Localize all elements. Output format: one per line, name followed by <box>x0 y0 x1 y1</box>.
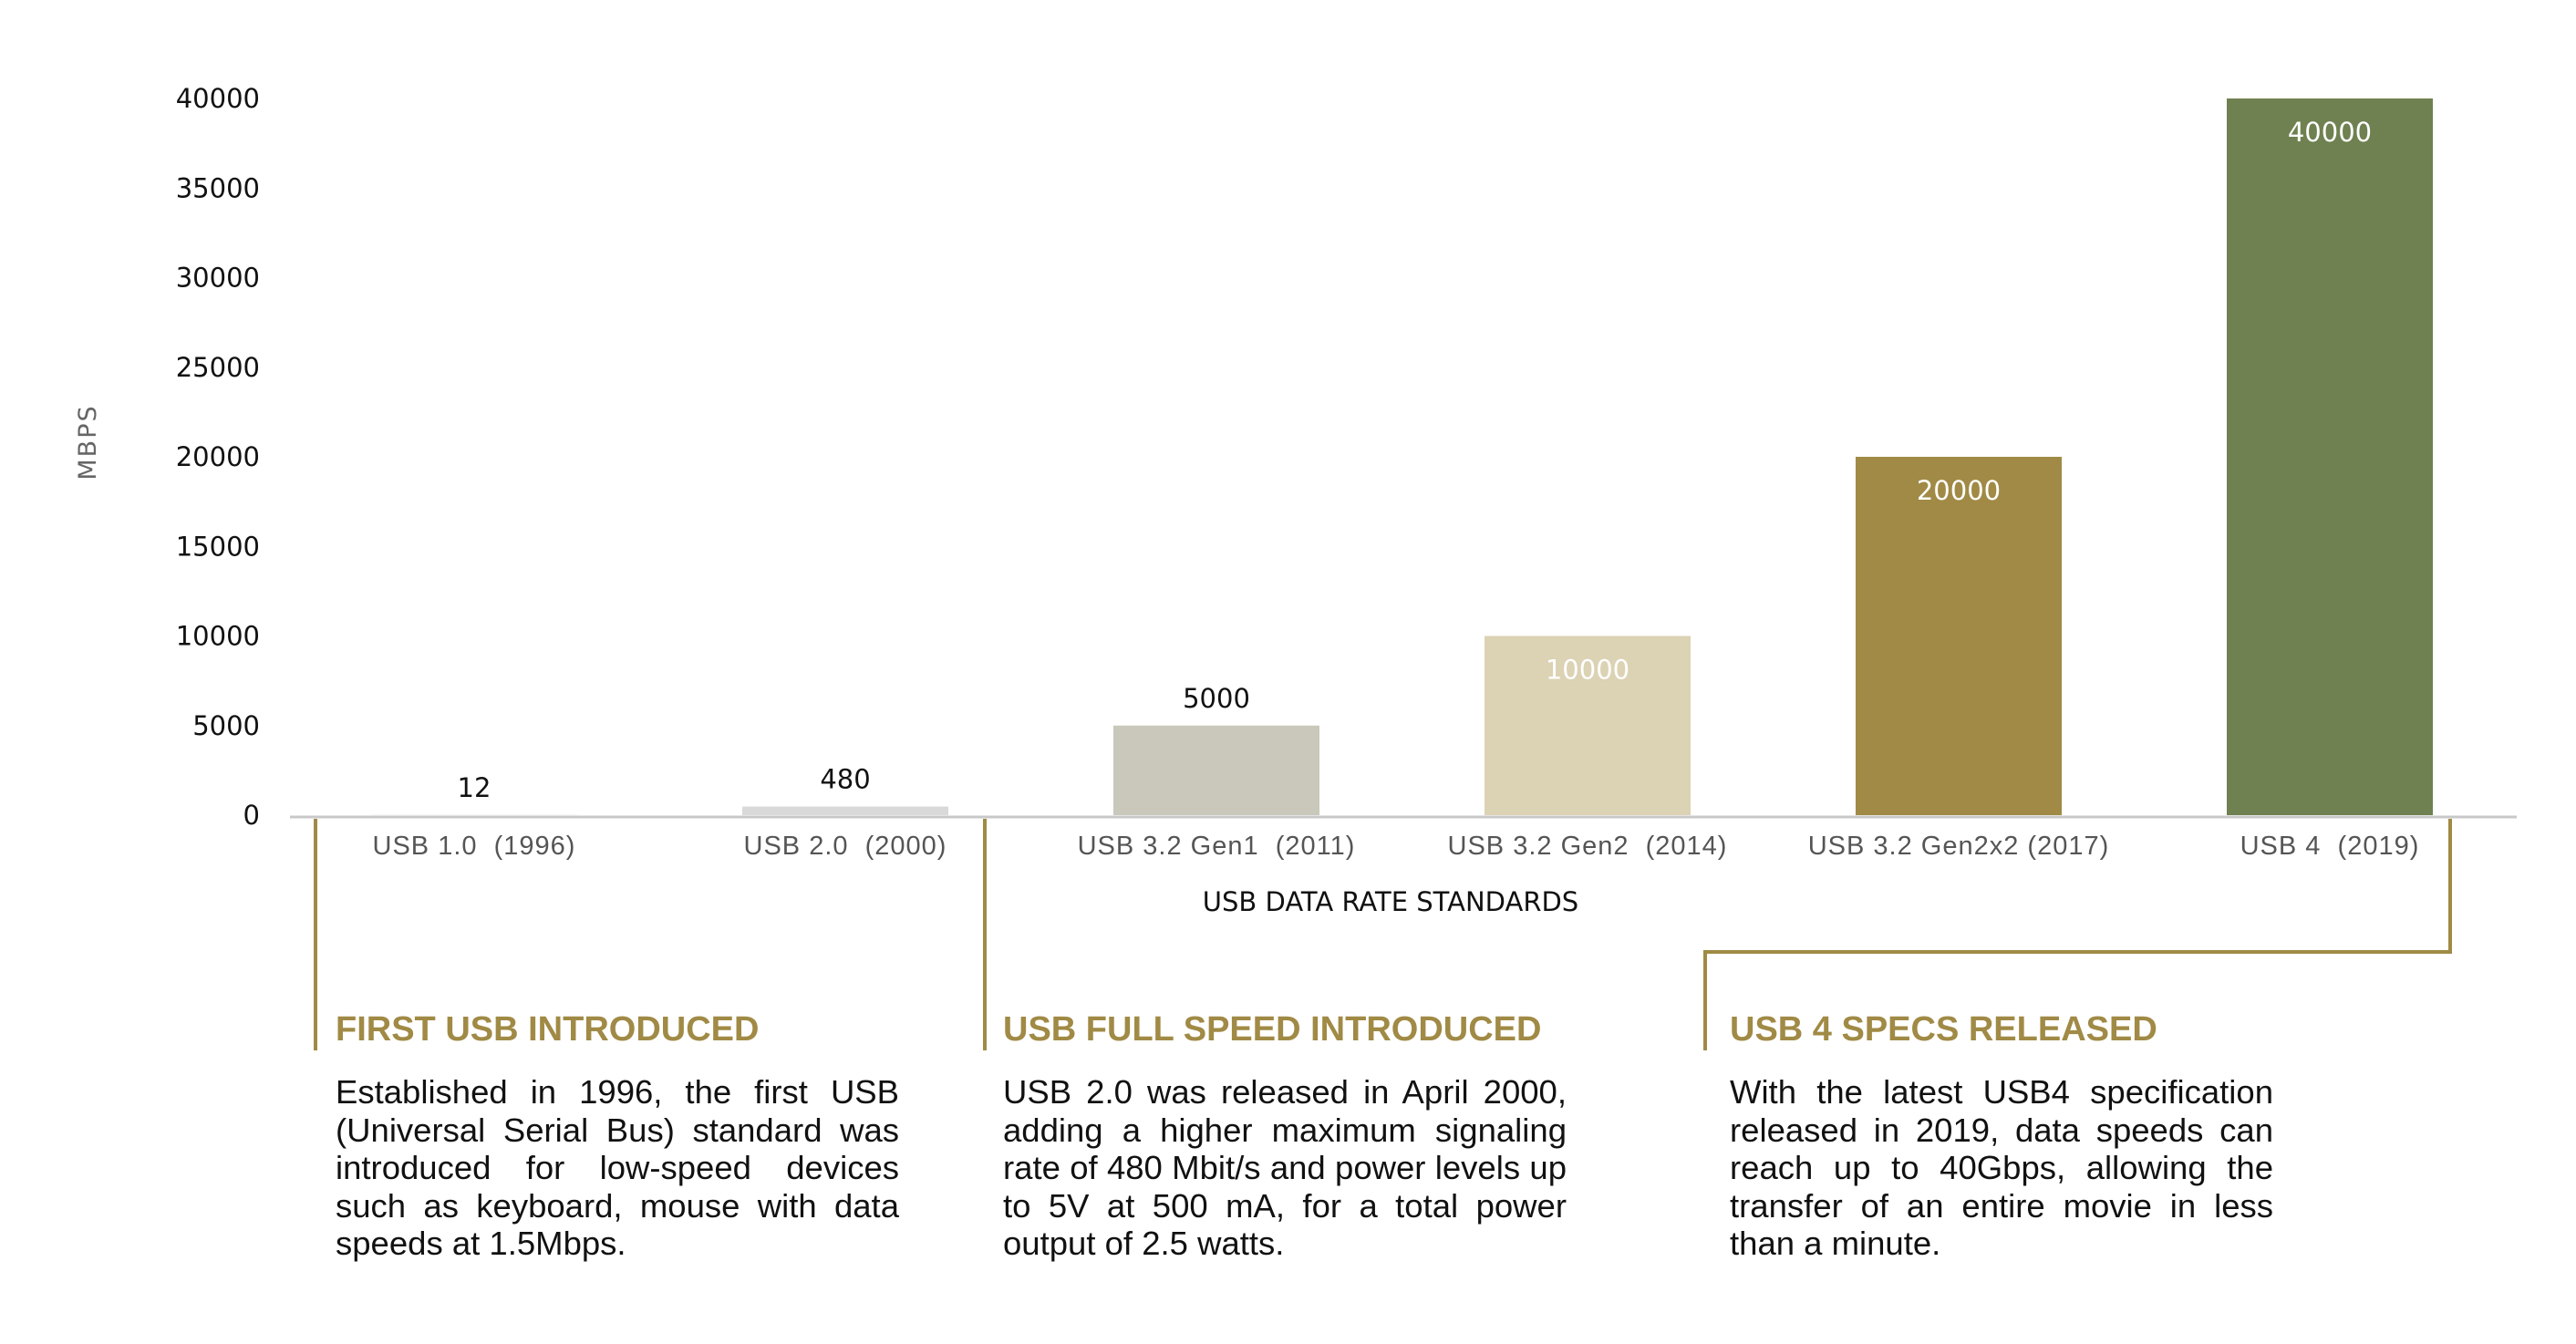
x-tick-label: USB 2.0 (2000) <box>744 832 947 861</box>
annotation-usb4: USB 4 SPECS RELEASED With the latest USB… <box>1730 1010 2273 1263</box>
y-tick-label: 30000 <box>176 263 260 294</box>
y-tick-label: 10000 <box>176 621 260 652</box>
annotation-body: USB 2.0 was released in April 2000, addi… <box>1003 1073 1567 1262</box>
annotation-title: USB 4 SPECS RELEASED <box>1730 1010 2157 1049</box>
bar <box>742 806 948 815</box>
y-tick-label: 20000 <box>176 441 260 472</box>
x-ticks-group: USB 1.0 (1996) USB 2.0 (2000) USB 3.2 Gen1… <box>373 832 2420 861</box>
data-label: 20000 <box>1917 475 2001 506</box>
bar <box>1113 725 1319 815</box>
annotation-full-speed: USB FULL SPEED INTRODUCED USB 2.0 was re… <box>1003 1010 1567 1263</box>
data-label: 10000 <box>1546 655 1629 686</box>
annotation-title: FIRST USB INTRODUCED <box>336 1010 760 1049</box>
x-tick-label: USB 1.0 (1996) <box>373 832 576 861</box>
bracket-first-usb <box>314 819 317 1050</box>
annotation-title: USB FULL SPEED INTRODUCED <box>1003 1010 1542 1049</box>
bar <box>1485 636 1691 815</box>
annotation-body: Established in 1996, the first USB (Univ… <box>336 1073 899 1262</box>
data-label: 12 <box>458 772 491 803</box>
bar <box>2227 98 2433 815</box>
y-axis-label: MBPS <box>74 404 102 480</box>
y-tick-label: 0 <box>243 800 260 831</box>
y-ticks-group: 0 5000 10000 15000 20000 25000 30000 35000 40000 <box>176 83 260 831</box>
bracket-usb4-vertical-left <box>1703 950 1707 1050</box>
bracket-usb4-vertical-right <box>2448 819 2452 954</box>
bracket-full-speed <box>983 819 987 1050</box>
data-label: 40000 <box>2288 117 2372 148</box>
bar <box>1856 457 2062 815</box>
bracket-usb4-horizontal <box>1703 950 2452 954</box>
data-label: 480 <box>820 764 870 795</box>
y-tick-label: 40000 <box>176 83 260 114</box>
x-axis-label: USB DATA RATE STANDARDS <box>1203 886 1578 917</box>
x-tick-label: USB 4 (2019) <box>2240 832 2420 861</box>
x-tick-label: USB 3.2 Gen2x2 (2017) <box>1808 832 2110 861</box>
y-tick-label: 5000 <box>192 710 260 741</box>
y-tick-label: 35000 <box>176 172 260 203</box>
y-tick-label: 15000 <box>176 531 260 562</box>
data-labels-group: 12 480 5000 10000 20000 40000 <box>458 117 2373 803</box>
data-label: 5000 <box>1183 683 1250 714</box>
annotation-first-usb: FIRST USB INTRODUCED Established in 1996… <box>336 1010 899 1263</box>
x-tick-label: USB 3.2 Gen1 (2011) <box>1078 832 1356 861</box>
annotation-body: With the latest USB4 specification relea… <box>1730 1073 2273 1262</box>
x-tick-label: USB 3.2 Gen2 (2014) <box>1448 832 1728 861</box>
y-tick-label: 25000 <box>176 352 260 383</box>
bars-group <box>371 98 2433 815</box>
